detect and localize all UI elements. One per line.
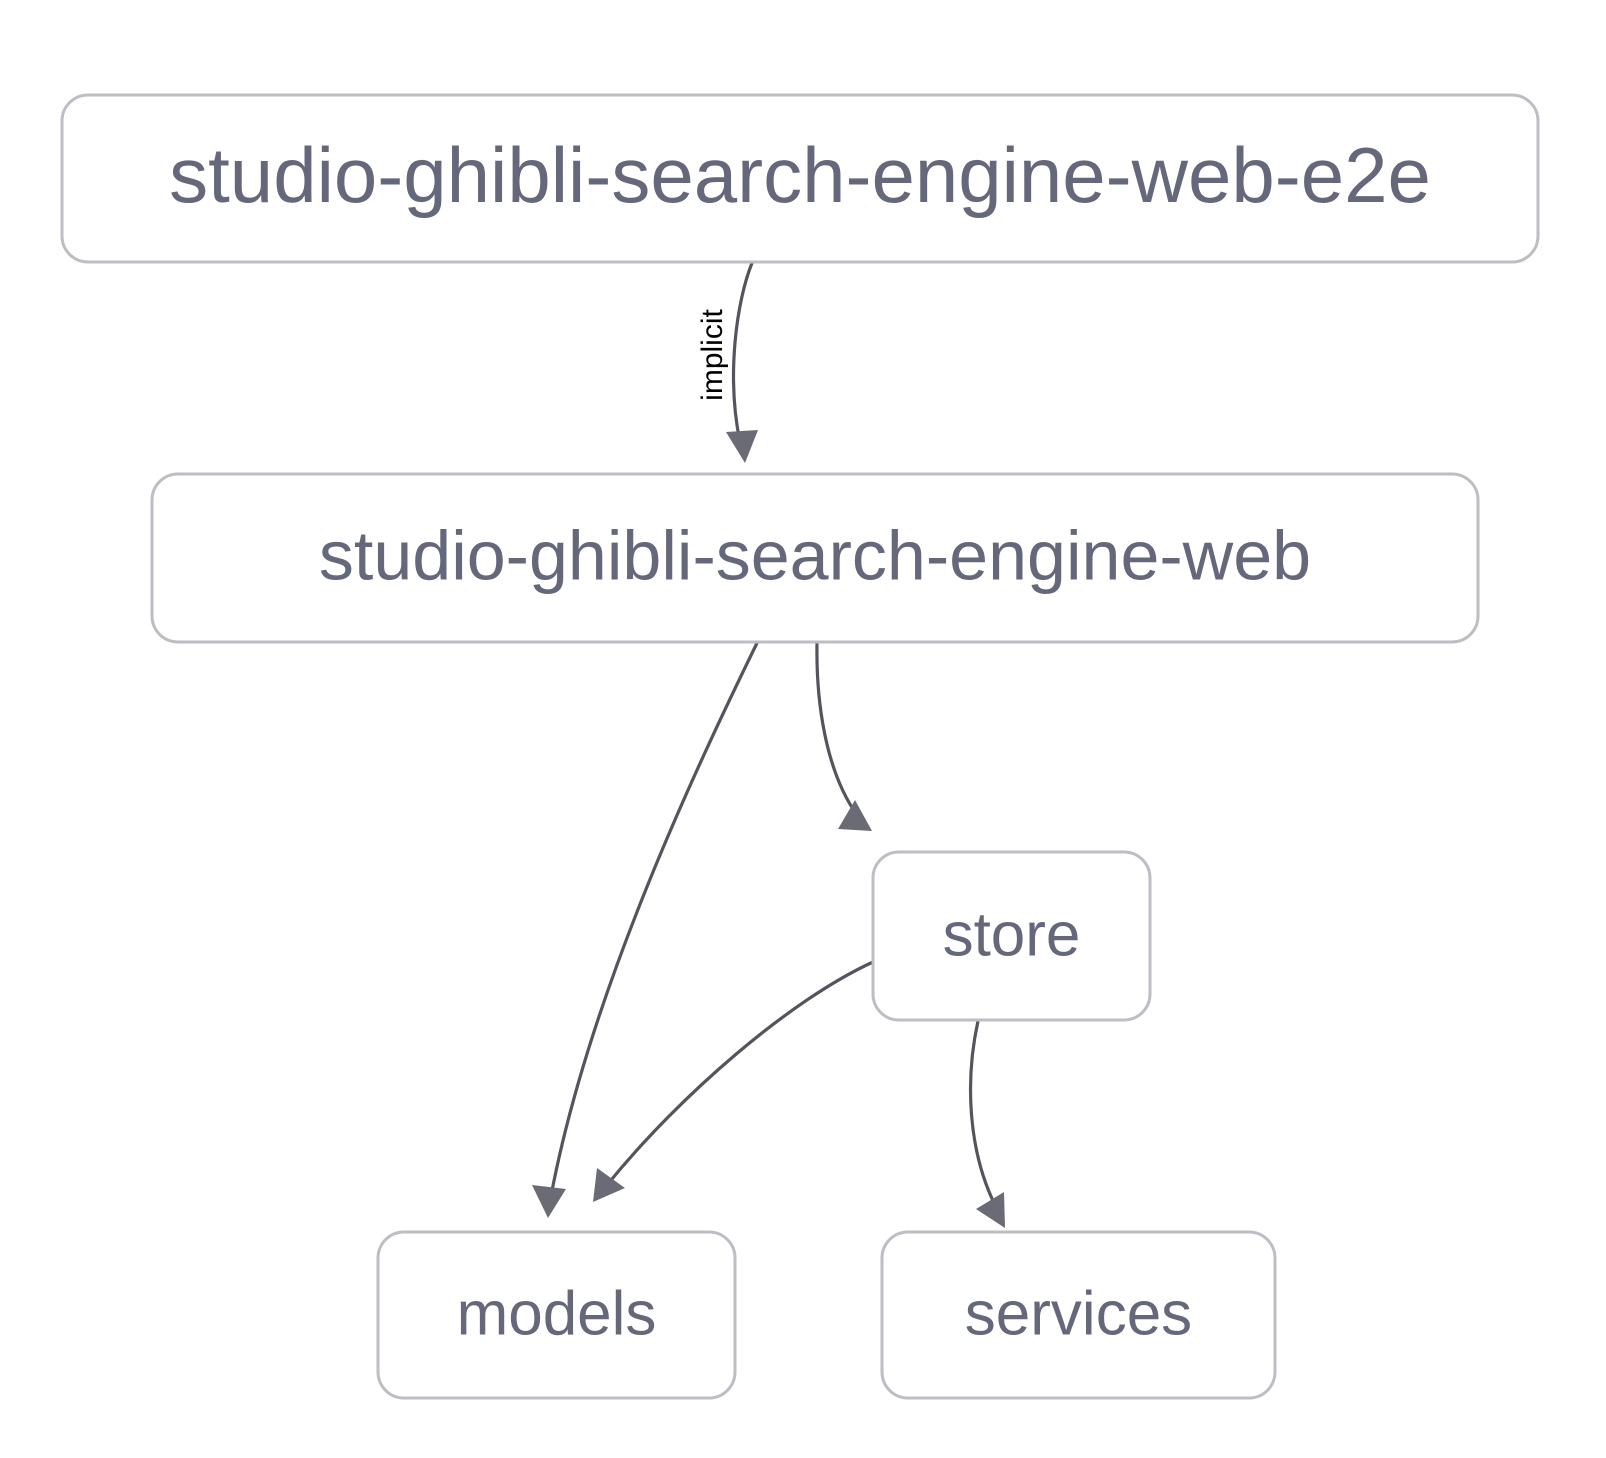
node-box <box>376 1230 737 1400</box>
edge-path <box>968 1019 997 1207</box>
node-box <box>60 93 1540 264</box>
node-label: studio-ghibli-search-engine-web-e2e <box>169 131 1431 219</box>
arrowhead-icon <box>838 800 872 831</box>
edge-store-to-models[interactable] <box>593 960 875 1202</box>
edges-layer: implicit <box>532 261 1005 1228</box>
node-label: studio-ghibli-search-engine-web <box>319 516 1311 594</box>
edge-web-to-models[interactable] <box>532 641 759 1218</box>
arrowhead-icon <box>532 1185 566 1218</box>
arrowhead-icon <box>726 430 758 463</box>
edge-path <box>605 960 875 1187</box>
node-services[interactable]: services <box>880 1230 1277 1400</box>
edge-path <box>549 641 759 1198</box>
node-box <box>880 1230 1277 1400</box>
node-label: store <box>943 900 1081 969</box>
node-models[interactable]: models <box>376 1230 737 1400</box>
edge-web-to-store[interactable] <box>815 641 872 831</box>
node-studio-ghibli-search-engine-web[interactable]: studio-ghibli-search-engine-web <box>150 472 1480 644</box>
edge-label-implicit: implicit <box>696 309 729 401</box>
edge-path <box>815 641 859 817</box>
node-label: models <box>457 1279 657 1348</box>
arrowhead-icon <box>976 1192 1005 1228</box>
node-store[interactable]: store <box>871 850 1152 1022</box>
edge-path <box>732 261 754 444</box>
nodes-layer: studio-ghibli-search-engine-web-e2e stud… <box>60 93 1540 1400</box>
edge-store-to-services[interactable] <box>968 1019 1005 1228</box>
arrowhead-icon <box>593 1168 625 1202</box>
node-label: services <box>965 1279 1192 1348</box>
edge-e2e-to-web[interactable]: implicit <box>696 261 758 463</box>
node-box <box>150 472 1480 644</box>
node-box <box>871 850 1152 1022</box>
node-studio-ghibli-search-engine-web-e2e[interactable]: studio-ghibli-search-engine-web-e2e <box>60 93 1540 264</box>
